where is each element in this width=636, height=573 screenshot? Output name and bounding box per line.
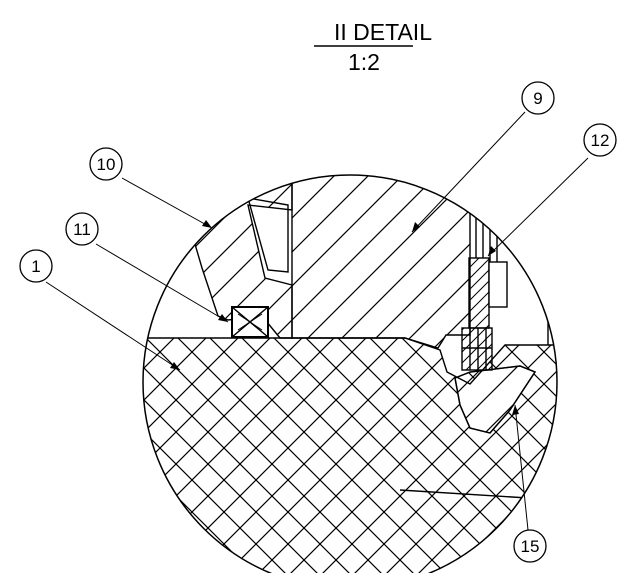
leader-10 [121, 177, 213, 229]
part-12-washer [468, 257, 490, 329]
balloon-12: 12 [583, 123, 617, 157]
balloon-11: 11 [65, 212, 99, 246]
leader-1 [45, 281, 181, 371]
arrow-10 [202, 220, 212, 228]
arrow-9 [412, 222, 420, 232]
part-9-body [291, 175, 471, 349]
washer-cap [488, 261, 508, 308]
leader-15 [514, 404, 529, 531]
balloon-15: 15 [513, 529, 547, 563]
fastener-lower [461, 327, 493, 371]
balloon-11-label: 11 [73, 220, 91, 239]
part-11-o-ring [231, 306, 269, 338]
detail-name: II DETAIL [334, 19, 432, 45]
arrow-15 [512, 405, 519, 415]
balloon-9-label: 9 [533, 89, 542, 108]
balloon-15-label: 15 [521, 537, 540, 556]
balloon-9: 9 [521, 81, 555, 115]
detail-scale: 1:2 [348, 49, 380, 75]
detail-title: II DETAIL 1:2 [314, 19, 432, 75]
balloon-10-label: 10 [97, 155, 116, 174]
balloon-1-label: 1 [31, 257, 40, 276]
balloon-12-label: 12 [591, 131, 610, 150]
balloon-10: 10 [89, 147, 123, 181]
fastener-lines [462, 328, 492, 370]
housing-top-step [235, 175, 293, 178]
arrow-11 [218, 314, 228, 322]
leader-12 [487, 157, 589, 257]
housing-wedge [247, 197, 289, 273]
leader-11 [95, 243, 229, 323]
arrow-1 [170, 362, 180, 370]
leader-9 [411, 111, 526, 233]
arrow-12 [488, 246, 496, 256]
leaders [45, 111, 589, 531]
balloon-1: 1 [19, 249, 53, 283]
